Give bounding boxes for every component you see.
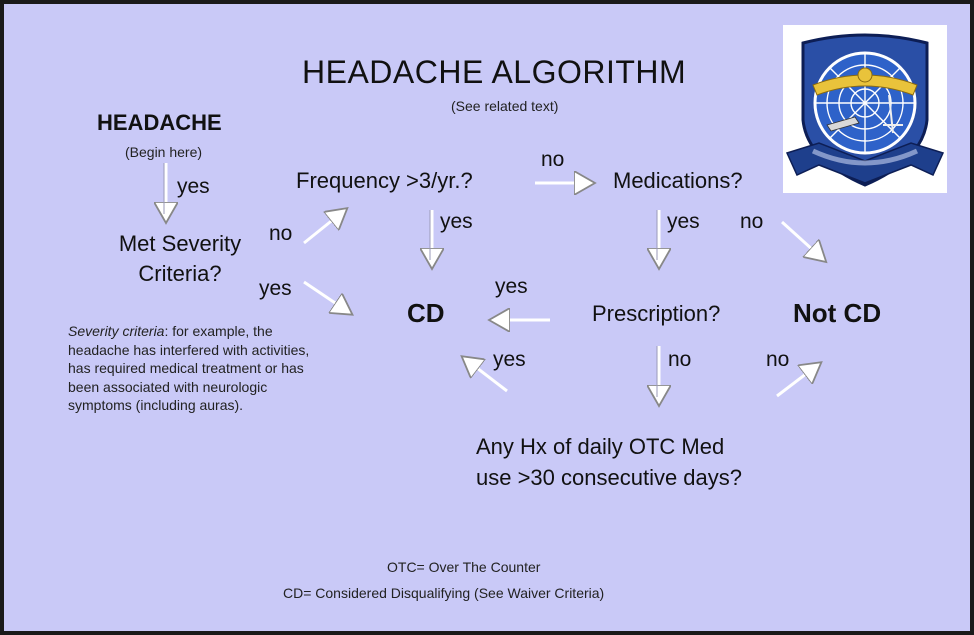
severity-criteria-note: Severity criteria: for example, the head… [68, 322, 328, 415]
severity-criteria-text: : for example, the headache has interfer… [68, 323, 310, 413]
arrow-severity-to-cd [303, 280, 350, 313]
edge-label-severity-cd: yes [259, 277, 292, 300]
edge-label-frequency-cd: yes [440, 210, 473, 233]
edge-label-prescription-cd: yes [495, 275, 528, 298]
edge-label-otc-cd: yes [493, 348, 526, 371]
arrow-severity-to-frequency [303, 210, 345, 245]
node-cd: CD [407, 298, 445, 328]
footnote-cd: CD= Considered Disqualifying (See Waiver… [283, 585, 605, 601]
node-otc: Any Hx of daily OTC Med use >30 consecut… [476, 431, 742, 493]
naval-aerospace-medical-institute-seal-icon [783, 25, 947, 193]
node-medications: Medications? [613, 168, 743, 193]
edge-label-start-severity: yes [177, 175, 210, 198]
diagram-title: HEADACHE ALGORITHM [302, 54, 687, 90]
edge-label-medications-prescription: yes [667, 210, 700, 233]
edge-label-otc-notcd: no [766, 348, 790, 371]
node-severity: Met Severity Criteria? [100, 229, 260, 289]
arrow-otc-to-cd [464, 358, 508, 393]
diagram-subtitle: (See related text) [451, 98, 559, 114]
node-otc-line2: use >30 consecutive days? [476, 465, 743, 490]
edge-label-severity-frequency: no [269, 222, 293, 245]
edge-label-medications-notcd: no [740, 210, 764, 233]
footnote-otc: OTC= Over The Counter [387, 559, 541, 575]
node-severity-line2: Criteria? [138, 261, 222, 286]
node-prescription: Prescription? [592, 301, 721, 326]
start-node-label: HEADACHE [97, 110, 222, 135]
edge-label-prescription-otc: no [668, 348, 692, 371]
start-node-sublabel: (Begin here) [125, 144, 203, 160]
arrow-medications-to-notcd [780, 220, 824, 260]
node-otc-line1: Any Hx of daily OTC Med [476, 434, 725, 459]
node-not-cd: Not CD [793, 298, 882, 328]
edge-label-frequency-medications: no [541, 148, 565, 171]
severity-criteria-term: Severity criteria [68, 323, 165, 339]
arrow-otc-to-notcd [776, 364, 819, 398]
node-severity-line1: Met Severity [118, 231, 242, 256]
node-frequency: Frequency >3/yr.? [296, 168, 473, 193]
